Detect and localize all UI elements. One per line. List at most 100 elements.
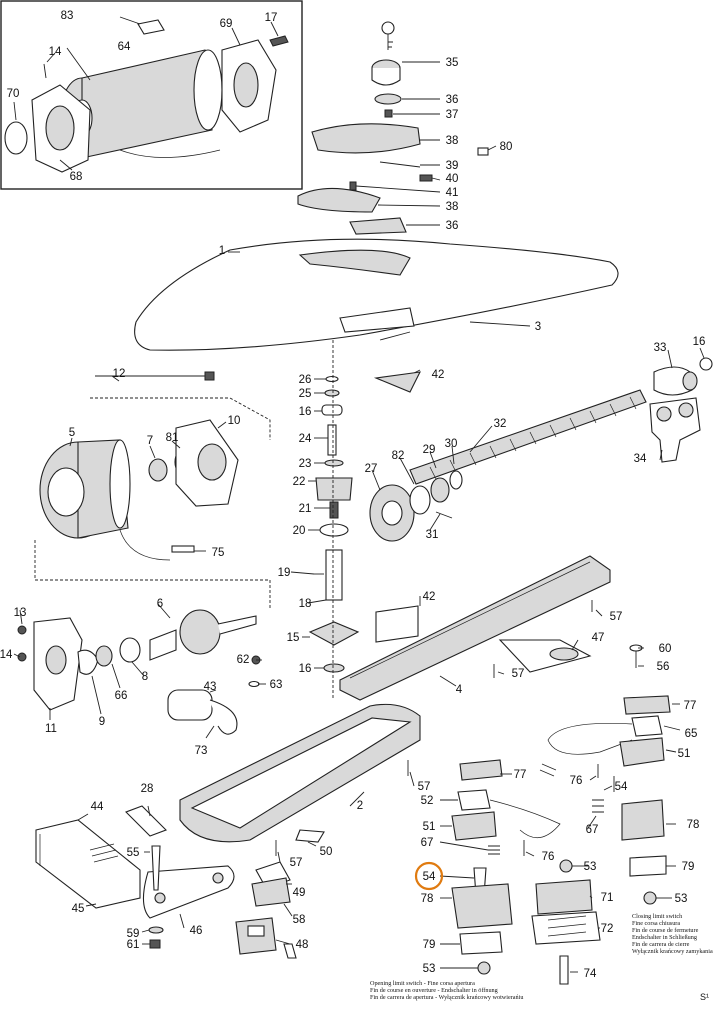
label-20: 20: [293, 525, 306, 537]
label-3: 3: [535, 321, 541, 333]
label-19: 19: [278, 567, 291, 579]
opening-note-line-2: Fin de course en ouverture - Endschalter…: [370, 987, 498, 994]
label-36: 36: [446, 94, 459, 106]
capacitor-and-modules: [235, 861, 297, 959]
motor-inset: [0, 0, 303, 190]
label-16-right: 16: [693, 336, 706, 348]
label-14-lower: 14: [0, 649, 13, 661]
label-59: 59: [127, 928, 140, 940]
label-25: 25: [299, 388, 312, 400]
label-32: 32: [494, 418, 507, 430]
label-71: 71: [601, 892, 614, 904]
bottom-left-bracket: [35, 805, 235, 949]
label-10: 10: [228, 415, 241, 427]
label-77-mid: 77: [514, 769, 527, 781]
closing-note-line-6: Wyłącznik krańcowy zamykania: [632, 948, 713, 955]
closing-limit-switch-note: Closing limit switch Fine corsa chiusura…: [632, 913, 713, 955]
opening-note-line-3: Fin de carrera de apertura - Wyłącznik k…: [370, 994, 523, 1001]
label-78-right: 78: [687, 819, 700, 831]
label-76-mid: 76: [542, 851, 555, 863]
gear-stack: [290, 340, 360, 700]
release-lock-assembly: [297, 21, 497, 235]
label-74: 74: [584, 968, 597, 980]
label-16-center: 16: [299, 406, 312, 418]
label-37: 37: [446, 109, 459, 121]
label-1: 1: [219, 245, 225, 257]
closing-note-line-3: Fin de course de fermeture: [632, 927, 699, 934]
label-42-mid: 42: [423, 591, 436, 603]
label-24: 24: [299, 433, 312, 445]
label-28: 28: [141, 783, 154, 795]
label-51-right: 51: [678, 748, 691, 760]
label-80: 80: [500, 141, 513, 153]
limit-switch-parts: [439, 695, 681, 985]
label-15: 15: [287, 632, 300, 644]
label-65: 65: [685, 728, 698, 740]
label-11: 11: [45, 723, 57, 735]
label-53-bottom: 53: [423, 963, 436, 975]
label-72: 72: [601, 923, 614, 935]
label-48: 48: [296, 939, 309, 951]
label-23: 23: [299, 458, 312, 470]
label-49: 49: [293, 887, 306, 899]
label-76-top: 76: [570, 775, 583, 787]
label-17: 17: [265, 12, 278, 24]
label-18: 18: [299, 598, 312, 610]
closing-note-line-5: Fin de carrera de cierre: [632, 941, 690, 948]
label-27: 27: [365, 463, 378, 475]
label-58: 58: [293, 914, 306, 926]
label-51-mid: 51: [423, 821, 436, 833]
label-4: 4: [456, 684, 463, 696]
label-6: 6: [157, 598, 163, 610]
label-45: 45: [72, 903, 85, 915]
label-83: 83: [61, 10, 74, 22]
label-36b: 36: [446, 220, 459, 232]
label-38b: 38: [446, 201, 459, 213]
left-motor-group: [34, 371, 271, 610]
label-73: 73: [195, 745, 208, 757]
label-66: 66: [115, 690, 128, 702]
label-52: 52: [421, 795, 434, 807]
label-31: 31: [426, 529, 439, 541]
label-13: 13: [14, 607, 27, 619]
label-50: 50: [320, 846, 333, 858]
label-39: 39: [446, 160, 459, 172]
label-75: 75: [212, 547, 225, 559]
label-14: 14: [49, 46, 62, 58]
label-30: 30: [445, 438, 458, 450]
label-43: 43: [204, 681, 217, 693]
label-16-lower: 16: [299, 663, 312, 675]
label-2: 2: [357, 800, 363, 812]
label-57-right: 57: [610, 611, 623, 623]
label-57-bottom: 57: [290, 857, 303, 869]
label-26: 26: [299, 374, 312, 386]
label-79-bottom: 79: [423, 939, 436, 951]
closing-note-line-1: Closing limit switch: [632, 913, 683, 920]
label-64: 64: [118, 41, 131, 53]
label-47: 47: [592, 632, 605, 644]
label-69: 69: [220, 18, 233, 30]
closing-note-line-4: Endschalter in Schließung: [632, 934, 697, 941]
label-62: 62: [237, 654, 250, 666]
signature-mark: S¹: [700, 992, 709, 1002]
label-82: 82: [392, 450, 405, 462]
label-67-right: 67: [586, 824, 599, 836]
label-78-bottom: 78: [421, 893, 434, 905]
label-54-highlighted: 54: [423, 871, 436, 883]
label-53-right: 53: [675, 893, 688, 905]
label-55: 55: [127, 847, 140, 859]
label-61: 61: [127, 939, 140, 951]
label-81: 81: [166, 432, 179, 444]
label-7: 7: [147, 435, 153, 447]
label-41: 41: [446, 187, 459, 199]
label-34: 34: [634, 453, 647, 465]
label-56: 56: [657, 661, 670, 673]
label-44: 44: [91, 801, 104, 813]
label-70: 70: [7, 88, 20, 100]
label-77-top: 77: [684, 700, 697, 712]
label-35: 35: [446, 57, 459, 69]
label-5: 5: [69, 427, 75, 439]
label-60: 60: [659, 643, 672, 655]
label-40: 40: [446, 173, 459, 185]
